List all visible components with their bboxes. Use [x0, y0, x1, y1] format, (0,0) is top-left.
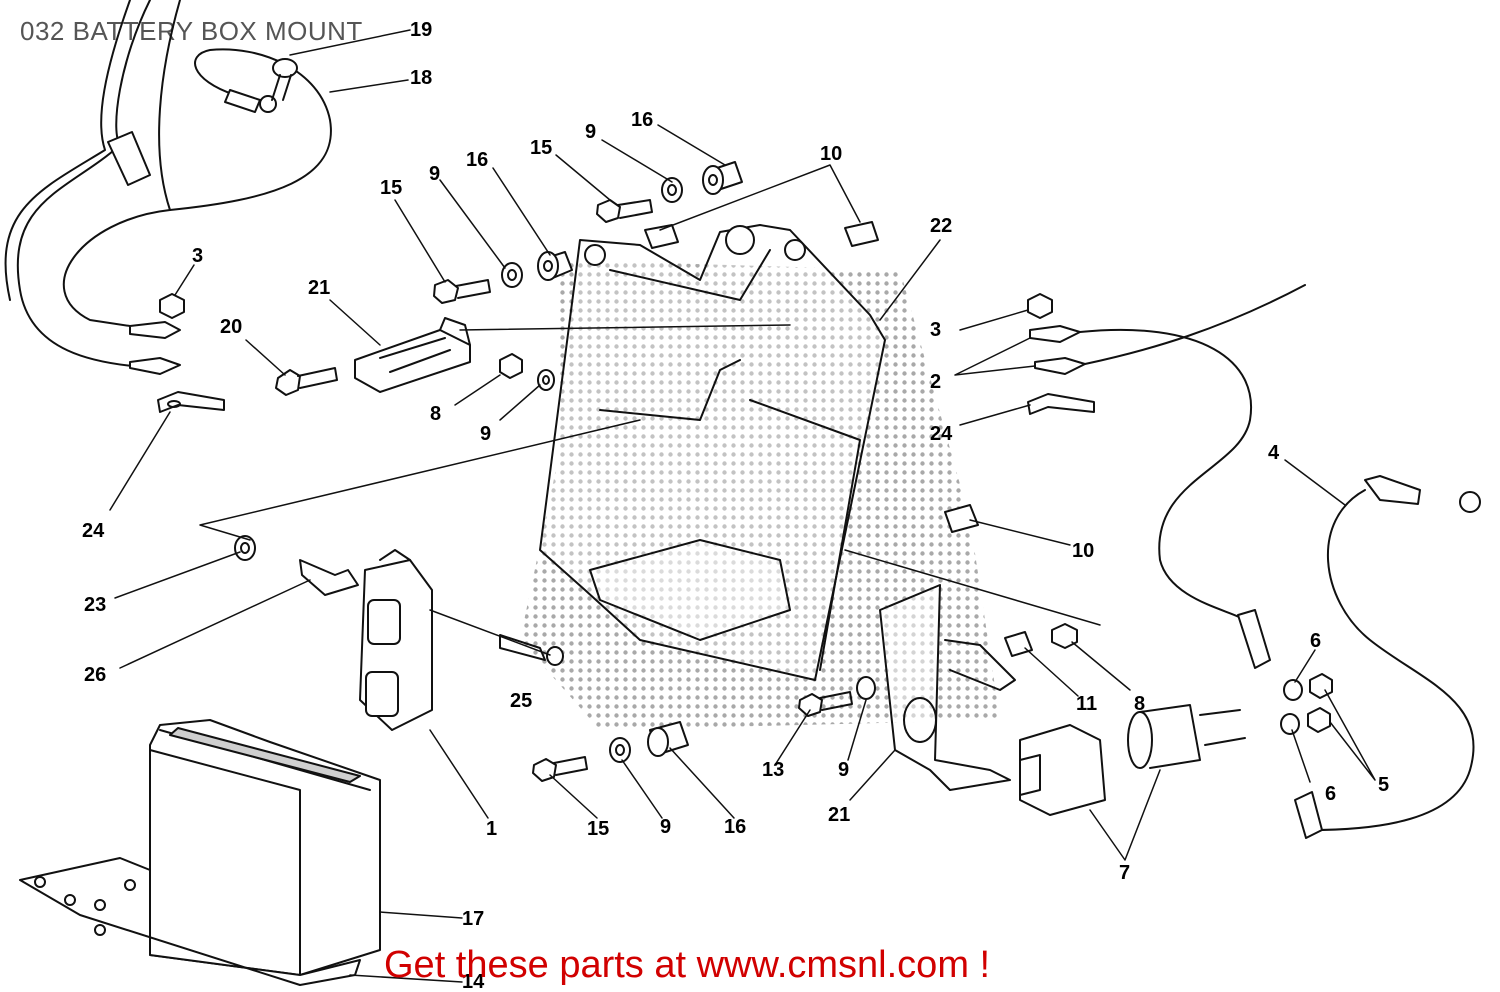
- callout-16: 16: [724, 816, 746, 838]
- callout-21: 21: [828, 804, 850, 826]
- callout-11: 11: [1076, 693, 1097, 715]
- wiring-harness: [4, 0, 181, 369]
- callout-20: 20: [220, 316, 242, 338]
- hardware-upper-right: [596, 161, 879, 249]
- callout-15: 15: [587, 818, 609, 840]
- callout-10: 10: [1072, 540, 1094, 562]
- callout-3: 3: [930, 319, 941, 341]
- terminal-hardware-right: [1280, 673, 1333, 735]
- callout-8: 8: [430, 403, 441, 425]
- callout-2: 2: [930, 371, 941, 393]
- callout-16: 16: [466, 149, 488, 171]
- bolt-13: [798, 676, 876, 717]
- callout-4: 4: [1268, 442, 1280, 464]
- callout-22: 22: [930, 215, 952, 237]
- battery-tray: [19, 857, 361, 986]
- terminal-left: [129, 293, 225, 413]
- callout-19: 19: [410, 19, 432, 41]
- callout-21: 21: [308, 277, 330, 299]
- callout-8: 8: [1134, 693, 1145, 715]
- website-banner: Get these parts at www.cmsnl.com !: [384, 944, 991, 986]
- hardware-upper-left: [433, 251, 573, 304]
- callout-26: 26: [84, 664, 106, 686]
- callout-9: 9: [480, 423, 491, 445]
- callout-23: 23: [84, 594, 106, 616]
- positive-cable: [1237, 475, 1481, 839]
- control-unit: [359, 549, 433, 731]
- callout-15: 15: [530, 137, 552, 159]
- nut-washer-middle: [499, 353, 555, 391]
- callout-14: 14: [462, 971, 485, 992]
- callout-13: 13: [762, 759, 784, 781]
- callout-6: 6: [1325, 783, 1336, 805]
- callout-labels: 1918169151691510223212089322424410232625…: [82, 19, 1389, 992]
- bracket-21-upper: [354, 317, 471, 393]
- screw-19: [271, 58, 298, 101]
- callout-9: 9: [660, 816, 671, 838]
- callout-7: 7: [1119, 862, 1130, 884]
- callout-17: 17: [462, 908, 484, 930]
- callout-9: 9: [429, 163, 440, 185]
- callout-1: 1: [486, 818, 497, 840]
- callout-16: 16: [631, 109, 653, 131]
- battery: [149, 719, 381, 976]
- callout-24: 24: [82, 520, 105, 542]
- callout-25: 25: [510, 690, 532, 712]
- hardware-lower: [532, 721, 689, 782]
- leader-lines: [109, 29, 1376, 983]
- diagram-title: 032 BATTERY BOX MOUNT: [20, 16, 363, 46]
- callout-15: 15: [380, 177, 402, 199]
- starter-relay: [1019, 704, 1246, 816]
- battery-box-bracket: [539, 224, 886, 681]
- callout-18: 18: [410, 67, 432, 89]
- callout-3: 3: [192, 245, 203, 267]
- callout-24: 24: [930, 423, 953, 445]
- terminal-right: [1027, 284, 1306, 621]
- callout-5: 5: [1378, 774, 1389, 796]
- bracket-21-lower: [879, 584, 1016, 791]
- hardware-middle-right: [944, 504, 1078, 657]
- callout-9: 9: [585, 121, 596, 143]
- callout-9: 9: [838, 759, 849, 781]
- mount-hardware-left: [234, 535, 564, 666]
- bolt-20: [275, 367, 338, 396]
- callout-6: 6: [1310, 630, 1321, 652]
- callout-10: 10: [820, 143, 842, 165]
